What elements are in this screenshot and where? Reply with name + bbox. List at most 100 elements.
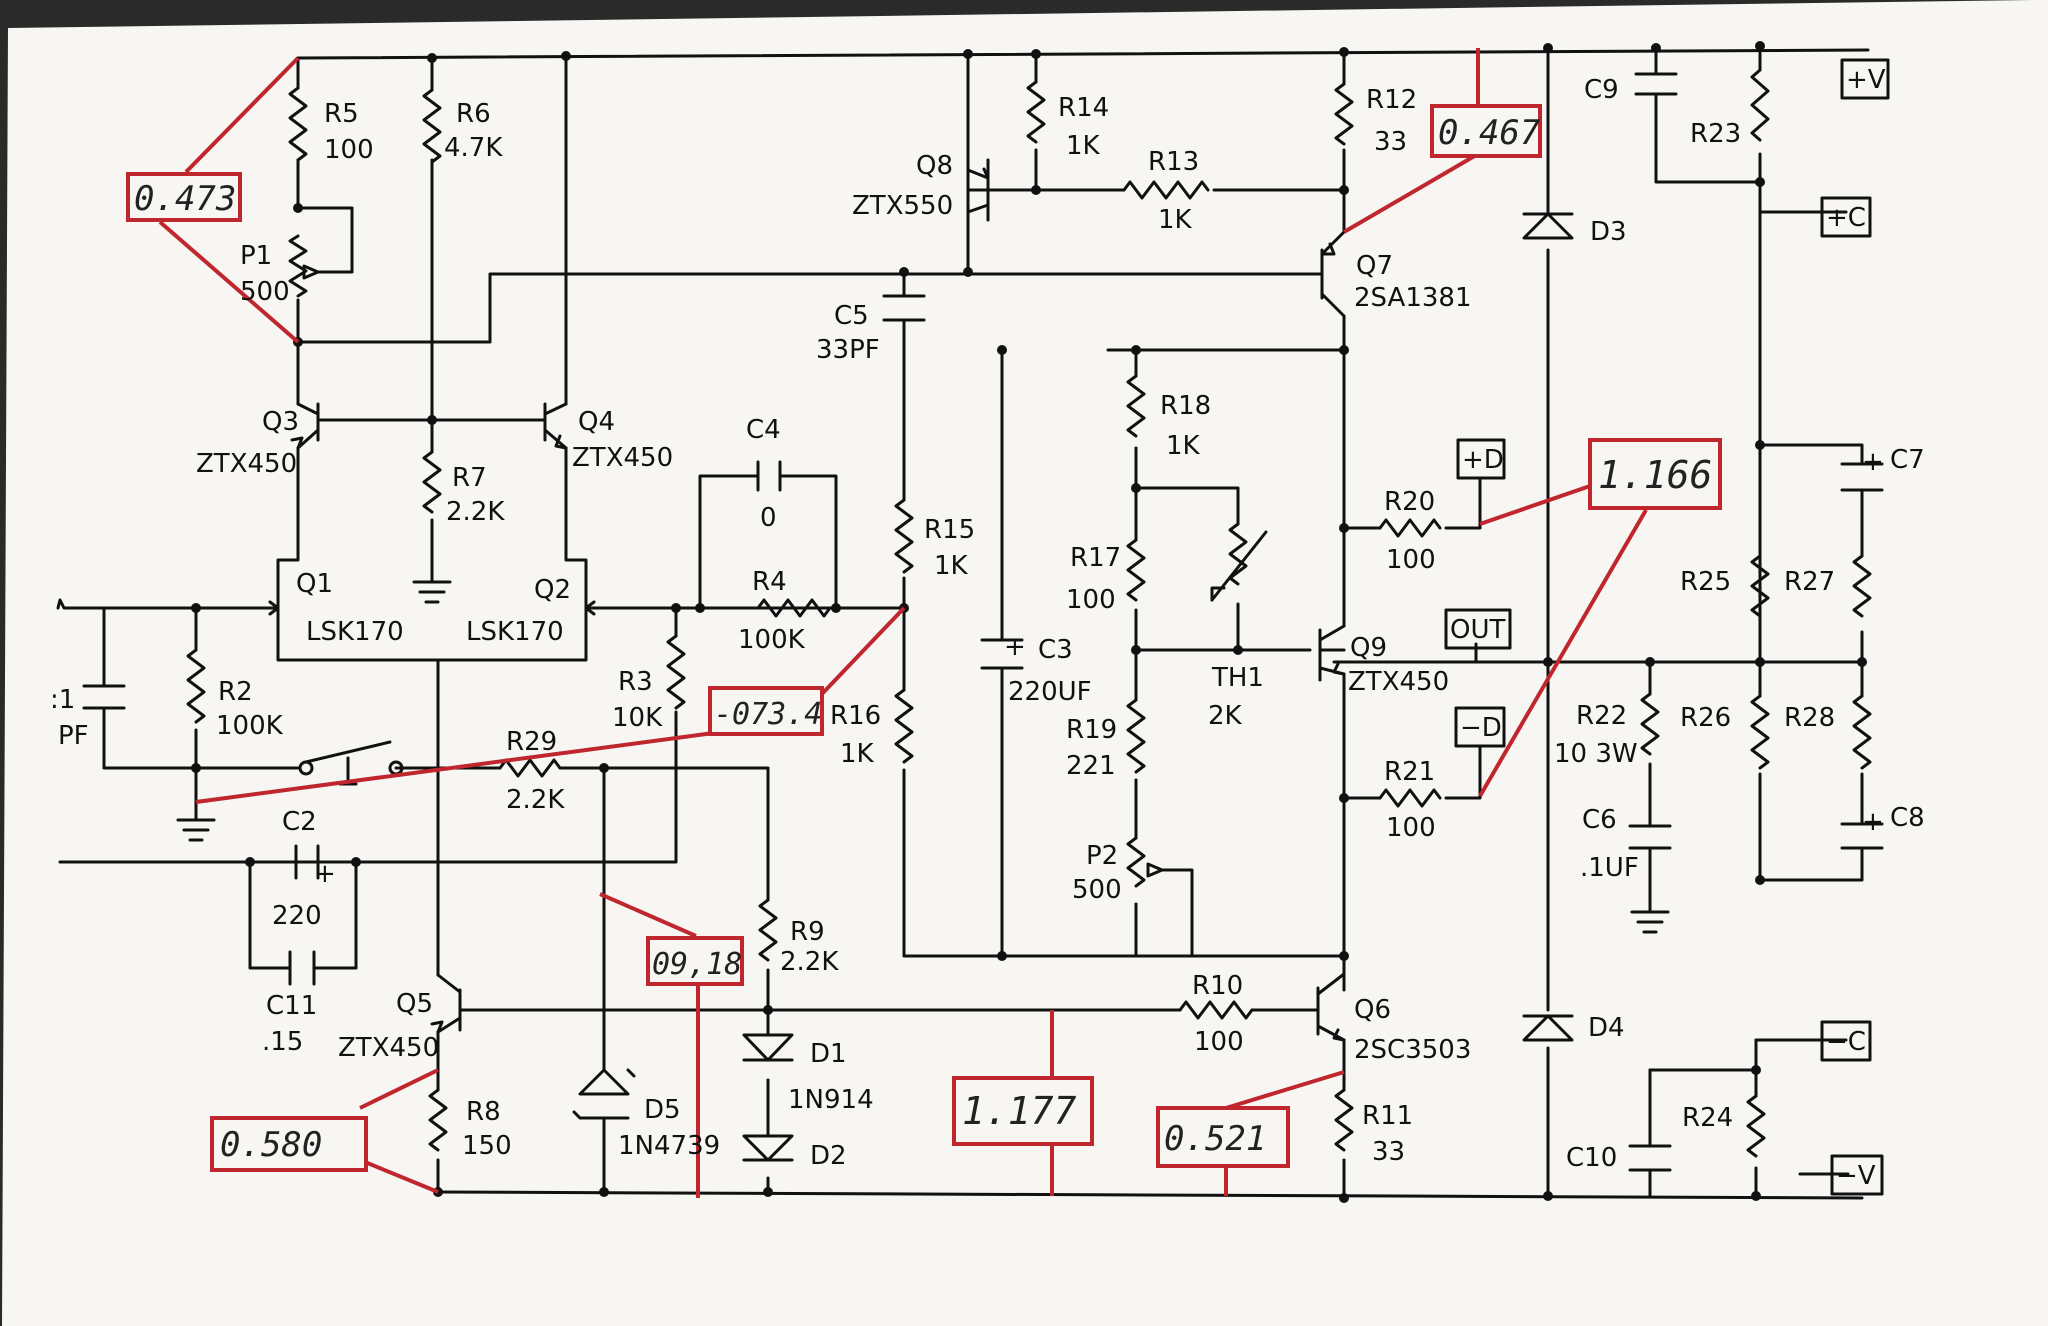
d4-symbol — [1522, 1014, 1574, 1042]
r6-symbol — [422, 88, 442, 164]
r26-ref-label: R26 — [1680, 703, 1731, 733]
annotation-r12: 0.467 — [1430, 104, 1542, 158]
q7-ref-label: Q7 — [1356, 251, 1393, 281]
c4-symbol — [756, 460, 782, 492]
q3-symbol — [290, 402, 320, 450]
r22-ref-label: R22 — [1576, 701, 1627, 731]
r28-ref-label: R28 — [1784, 703, 1835, 733]
transistor-symbols — [256, 158, 1346, 1042]
r23-ref-label: R23 — [1690, 119, 1741, 149]
measurement-r12: 0.467 — [1438, 113, 1541, 153]
c6-symbol — [1628, 824, 1672, 850]
r7-value-label: 2.2K — [446, 497, 505, 527]
d1-ref-label: D1 — [810, 1039, 847, 1069]
q3-value-label: ZTX450 — [196, 449, 297, 479]
wires — [56, 44, 1870, 1200]
p2-ref-label: P2 — [1086, 841, 1118, 871]
d1-symbol — [742, 1033, 794, 1062]
q9-ref-label: Q9 — [1350, 633, 1387, 663]
th1-ref-label: TH1 — [1211, 663, 1264, 693]
r8-value-label: 150 — [462, 1131, 512, 1161]
component-labels: R5100R64.7KR72.2KP1500Q3ZTX450Q4ZTX450Q1… — [50, 75, 1925, 1173]
c3-symbol — [980, 638, 1024, 670]
r15-ref-label: R15 — [924, 515, 975, 545]
r23-symbol — [1750, 68, 1770, 142]
svg-text:+: + — [314, 859, 336, 889]
r13-ref-label: R13 — [1148, 147, 1199, 177]
measurement-r16: -073.4 — [714, 697, 822, 732]
r4-ref-label: R4 — [752, 567, 787, 597]
terminal-labels: +V +C +D OUT −D −C −V — [1450, 65, 1886, 1191]
r18-symbol — [1126, 374, 1146, 438]
q1-symbol — [256, 578, 280, 642]
terminal-plus-c: +C — [1826, 203, 1866, 233]
measurement-d5: 09,18 — [652, 947, 742, 982]
c2-symbol — [294, 844, 320, 880]
r21-value-label: 100 — [1386, 813, 1436, 843]
d1-value-label: 1N914 — [788, 1085, 874, 1115]
r18-value-label: 1K — [1166, 431, 1201, 461]
measurement-r11: 0.521 — [1164, 1119, 1266, 1159]
c10-symbol — [1628, 1144, 1672, 1172]
q6-ref-label: Q6 — [1354, 995, 1391, 1025]
d5-symbol — [572, 1068, 636, 1120]
r16-symbol — [894, 688, 914, 764]
r27-symbol — [1852, 554, 1872, 618]
terminal-boxes — [1444, 58, 1890, 1196]
r19-ref-label: R19 — [1066, 715, 1117, 745]
r2-ref-label: R2 — [218, 677, 253, 707]
r5-symbol — [288, 86, 308, 162]
r17-value-label: 100 — [1066, 585, 1116, 615]
p1-value-label: 500 — [240, 277, 290, 307]
terminal-minus-v: −V — [1836, 1161, 1876, 1191]
switch-and-grounds — [176, 568, 1670, 934]
q7-symbol — [1320, 230, 1346, 318]
r13-symbol — [1122, 180, 1210, 200]
q2-symbol — [584, 578, 612, 642]
r15-symbol — [894, 498, 914, 574]
r14-value-label: 1K — [1066, 131, 1101, 161]
r21-symbol — [1378, 788, 1442, 808]
c5-symbol — [882, 294, 926, 322]
r14-ref-label: R14 — [1058, 93, 1109, 123]
p1-ref-label: P1 — [240, 241, 272, 271]
r11-value-label: 33 — [1372, 1137, 1405, 1167]
r2-symbol — [186, 648, 206, 724]
resistor-symbols — [186, 68, 1872, 1158]
svg-text:+: + — [1862, 447, 1884, 477]
annotation-r5: 0.473 — [126, 172, 242, 222]
r26-symbol — [1750, 694, 1770, 770]
q4-value-label: ZTX450 — [572, 443, 673, 473]
r8-symbol — [428, 1088, 448, 1152]
d3-ref-label: D3 — [1590, 217, 1627, 247]
c1-symbol — [82, 684, 126, 710]
q7-value-label: 2SA1381 — [1354, 283, 1471, 313]
r16-value-label: 1K — [840, 739, 875, 769]
r14-symbol — [1026, 80, 1046, 144]
r19-value-label: 221 — [1066, 751, 1116, 781]
annotation-center: 1.177 — [952, 1076, 1094, 1146]
r29-value-label: 2.2K — [506, 785, 565, 815]
r12-ref-label: R12 — [1366, 85, 1417, 115]
r16-ref-label: R16 — [830, 701, 881, 731]
r28-symbol — [1852, 694, 1872, 770]
q2-ref-label: Q2 — [534, 575, 571, 605]
r4-value-label: 100K — [738, 625, 806, 655]
q5-ref-label: Q5 — [396, 989, 433, 1019]
c7-symbol — [1840, 462, 1884, 492]
c1-value-label: PF — [58, 721, 89, 751]
r20-value-label: 100 — [1386, 545, 1436, 575]
terminal-minus-d: −D — [1460, 713, 1502, 743]
r3-value-label: 10K — [612, 703, 663, 733]
q2-value-label: LSK170 — [466, 617, 564, 647]
r5-ref-label: R5 — [324, 99, 359, 129]
r21-ref-label: R21 — [1384, 757, 1435, 787]
c4-ref-label: C4 — [746, 415, 781, 445]
r3-ref-label: R3 — [618, 667, 653, 697]
r7-symbol — [422, 450, 442, 514]
q5-value-label: ZTX450 — [338, 1033, 439, 1063]
q4-symbol — [543, 402, 568, 450]
r4-symbol — [756, 598, 832, 618]
c8-symbol — [1840, 822, 1884, 850]
